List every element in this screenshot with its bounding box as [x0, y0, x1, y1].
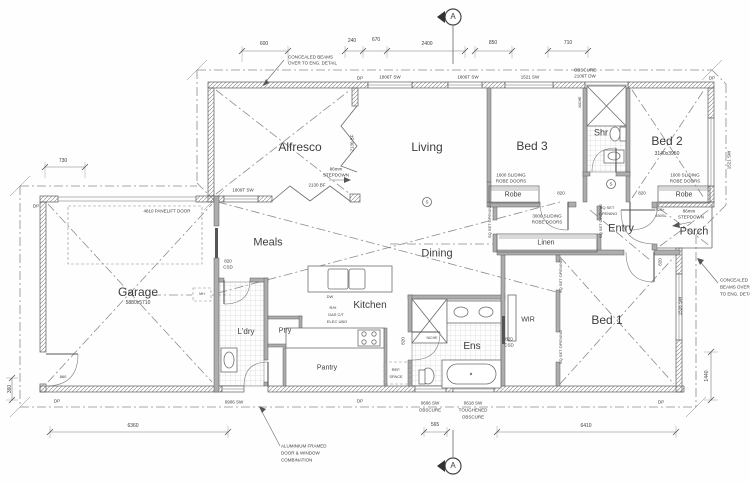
section-marker-bottom [444, 457, 462, 475]
leader-lines [259, 59, 719, 447]
external-walls [39, 81, 715, 393]
doors [45, 147, 659, 387]
windows [58, 81, 715, 393]
section-markers [422, 8, 616, 475]
smoke-alarm-symbol-living [422, 197, 432, 207]
cooktop [357, 329, 381, 347]
vanity-ens [446, 300, 502, 324]
section-marker-top [444, 8, 462, 26]
fridge-space [383, 361, 411, 385]
panelift-door-outline [67, 205, 203, 265]
manhole [192, 287, 212, 302]
eaves-overhang-outline [9, 59, 727, 418]
kitchen-sink [327, 268, 349, 290]
wir-shelving [507, 294, 517, 342]
robe-linen-cabinets [488, 185, 711, 253]
cavity-slider-wir [502, 316, 505, 344]
fixtures [67, 85, 713, 389]
toilet-shr [609, 126, 621, 142]
dimension-lines [6, 46, 718, 438]
setout-diagonals [47, 89, 711, 385]
smoke-alarm-symbol-entry [606, 179, 616, 189]
bifold-doors [271, 105, 358, 202]
cavity-slider-garage [215, 228, 218, 258]
